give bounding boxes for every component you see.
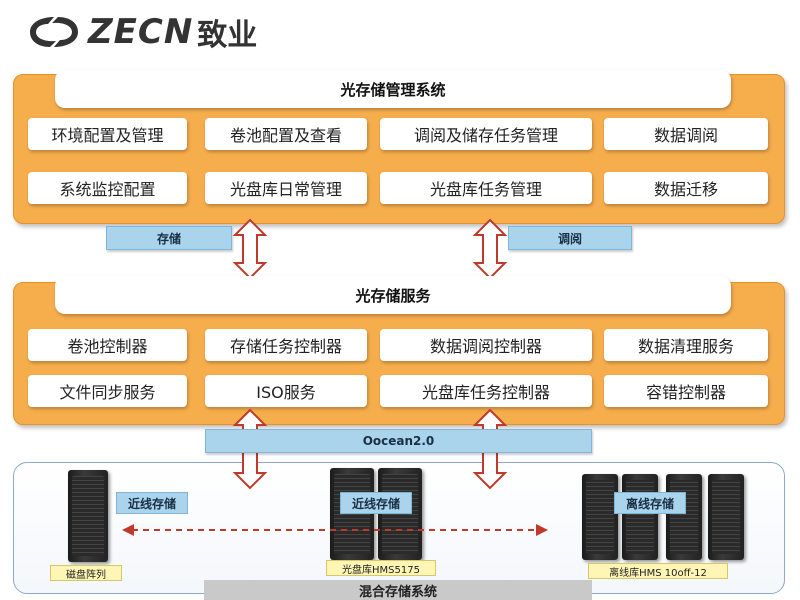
- disk-array-label: 磁盘阵列: [50, 565, 122, 581]
- zecn-logo: ZECN 致业: [26, 10, 326, 54]
- double-arrow-icon: [472, 218, 508, 280]
- retrieve-link-tag: 调阅: [508, 226, 632, 250]
- offline-storage-tag: 离线存储: [614, 492, 686, 514]
- service-cell: 存储任务控制器: [205, 329, 367, 361]
- mgmt-cell: 环境配置及管理: [28, 118, 187, 150]
- mgmt-cell: 数据调阅: [604, 118, 768, 150]
- offline-library-rack: [666, 474, 702, 560]
- service-title: 光存储服务: [55, 276, 731, 314]
- service-cell: ISO服务: [205, 375, 367, 407]
- oocean-bus-tag: Oocean2.0: [205, 429, 592, 453]
- mgmt-cell: 光盘库任务管理: [380, 172, 592, 204]
- service-cell: 卷池控制器: [28, 329, 187, 361]
- offline-library-rack: [708, 474, 744, 560]
- logo-mark-icon: [30, 17, 78, 47]
- dashed-double-arrow-icon: [122, 524, 548, 536]
- service-cell: 数据清理服务: [604, 329, 768, 361]
- service-cell: 容错控制器: [604, 375, 768, 407]
- offline-library-rack: [582, 474, 618, 560]
- service-cell: 文件同步服务: [28, 375, 187, 407]
- optical-library-label: 光盘库HMS5175: [326, 560, 436, 576]
- nearline-storage-tag: 近线存储: [116, 492, 188, 514]
- mgmt-cell: 卷池配置及查看: [205, 118, 367, 150]
- hybrid-storage-footer: 混合存储系统: [204, 580, 592, 600]
- management-title: 光存储管理系统: [55, 70, 731, 108]
- service-cell: 光盘库任务控制器: [380, 375, 592, 407]
- storage-link-tag: 存储: [106, 226, 232, 250]
- disk-array-rack: [68, 470, 108, 562]
- mgmt-cell: 系统监控配置: [28, 172, 187, 204]
- logo-text: ZECN: [88, 12, 194, 52]
- offline-library-label: 离线库HMS 10off-12: [588, 563, 728, 579]
- nearline-storage-tag: 近线存储: [340, 492, 412, 514]
- service-cell: 数据调阅控制器: [380, 329, 592, 361]
- offline-library-rack: [622, 474, 658, 560]
- double-arrow-icon: [232, 218, 268, 280]
- optical-library-rack: [330, 468, 374, 560]
- mgmt-cell: 调阅及储存任务管理: [380, 118, 592, 150]
- mgmt-cell: 数据迁移: [604, 172, 768, 204]
- logo-cn-text: 致业: [197, 18, 258, 53]
- mgmt-cell: 光盘库日常管理: [205, 172, 367, 204]
- optical-library-rack: [378, 468, 422, 560]
